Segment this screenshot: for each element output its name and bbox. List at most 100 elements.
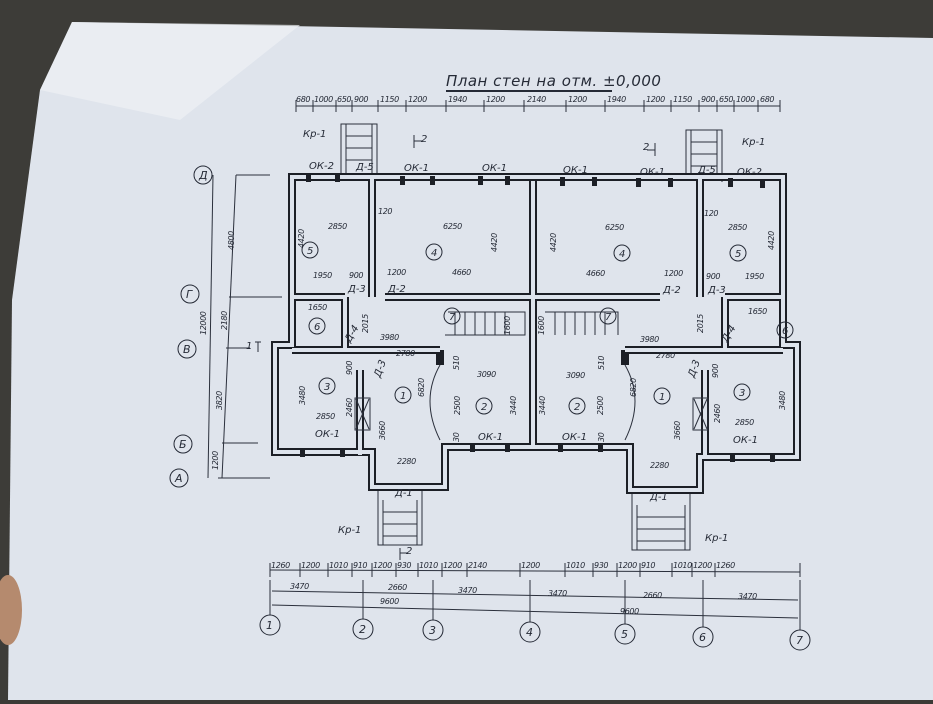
paper-glare: [40, 22, 300, 120]
dim: 1200: [301, 561, 320, 570]
top-dimension-chain: 680 1000 650 900 1150 1200 1940 1200 214…: [295, 95, 781, 112]
room-number: 5: [307, 246, 313, 257]
dim: 1010: [419, 561, 438, 570]
dim: 1000: [314, 95, 333, 104]
dim: 2780: [656, 351, 675, 360]
room-number: 6: [782, 326, 788, 337]
dim: 3480: [298, 386, 307, 405]
dim: 910: [641, 561, 655, 570]
dim: 1600: [537, 316, 546, 335]
room-number: 2: [574, 402, 580, 413]
section-mark-2: [399, 548, 408, 560]
label: Д-2: [387, 284, 406, 295]
axis-label: 7: [796, 634, 803, 647]
room-number: 4: [619, 249, 625, 260]
dim: 510: [597, 356, 606, 370]
dim: 1200: [568, 95, 587, 104]
axis-bubble: [173, 434, 193, 454]
dim: 30: [452, 432, 461, 442]
dim: 2280: [650, 461, 669, 470]
axis-label: Б: [179, 438, 187, 451]
dim: 1200: [373, 561, 392, 570]
walls: [271, 173, 801, 494]
dim: 900: [711, 364, 720, 378]
dim: 2850: [328, 222, 347, 231]
dim: 6820: [629, 378, 638, 397]
dim: 2660: [388, 583, 407, 592]
axis-bubble: [169, 468, 189, 488]
dim: 2780: [396, 349, 415, 358]
dim: 3820: [215, 391, 224, 410]
label: Д-1: [394, 488, 413, 499]
dim: 2460: [345, 398, 354, 417]
axis-label: 4: [526, 626, 533, 639]
axis-label: 3: [429, 624, 436, 637]
axis-label: 6: [699, 631, 706, 644]
dim: 6820: [417, 378, 426, 397]
label: ОК-1: [562, 432, 587, 443]
dim: 4660: [452, 268, 471, 277]
label: ОК-1: [563, 165, 588, 176]
dim: 2015: [361, 314, 370, 333]
dim: 1260: [716, 561, 735, 570]
dim: 1010: [329, 561, 348, 570]
dim: 1200: [521, 561, 540, 570]
axis-label: В: [183, 343, 191, 356]
axis-label: Г: [186, 288, 193, 301]
dim: 2500: [453, 396, 462, 415]
section-label: 2: [643, 142, 649, 153]
dim: 650: [337, 95, 351, 104]
dim: 650: [719, 95, 733, 104]
shaft: [354, 397, 709, 431]
dim: 510: [452, 356, 461, 370]
label: Кр-1: [338, 525, 361, 536]
dim: 9600: [620, 607, 639, 616]
dim: 1010: [566, 561, 585, 570]
dim: 900: [706, 272, 720, 281]
label: ОК-2: [737, 167, 762, 178]
label: Д-3: [347, 284, 366, 295]
left-axes: 4800 2180 3820 1200 12000 Д Г В Б А: [169, 165, 282, 488]
dim: 4420: [549, 233, 558, 252]
finger: [0, 575, 22, 645]
dim: 3470: [738, 592, 757, 601]
axis-bubble: [180, 284, 200, 304]
section-mark-1: [255, 341, 261, 352]
dim: 930: [397, 561, 411, 570]
label: ОК-1: [315, 429, 340, 440]
dim: 1200: [408, 95, 427, 104]
dim: 3470: [458, 586, 477, 595]
dim: 1650: [748, 307, 767, 316]
label: ОК-1: [478, 432, 503, 443]
label: Кр-1: [705, 533, 728, 544]
axis-bubble: [259, 614, 281, 636]
dim: 9600: [380, 597, 399, 606]
dim: 4660: [586, 269, 605, 278]
axis-label: Д: [198, 169, 208, 182]
dim: 120: [704, 209, 718, 218]
axis-bubble: [177, 339, 197, 359]
dim: 1150: [673, 95, 692, 104]
dim: 3980: [640, 335, 659, 344]
axis-bubble: [422, 619, 444, 641]
room-number: 3: [324, 382, 330, 393]
dim: 2850: [735, 418, 754, 427]
axis-label: 2: [359, 623, 366, 636]
dim: 3090: [477, 370, 496, 379]
axis-bubble: [519, 621, 541, 643]
dim: 2850: [316, 412, 335, 421]
dim: 1200: [618, 561, 637, 570]
axis-bubble: [789, 629, 811, 651]
dim: 2460: [713, 404, 722, 423]
dim: 2140: [468, 561, 487, 570]
dim: 900: [345, 361, 354, 375]
dim: 1150: [380, 95, 399, 104]
dim: 900: [349, 271, 363, 280]
axis-bubble: [352, 618, 374, 640]
room-number: 1: [659, 392, 665, 403]
dim: 4420: [297, 229, 306, 248]
label: Д-3: [707, 285, 726, 296]
dim: 1260: [271, 561, 290, 570]
dim: 1200: [486, 95, 505, 104]
